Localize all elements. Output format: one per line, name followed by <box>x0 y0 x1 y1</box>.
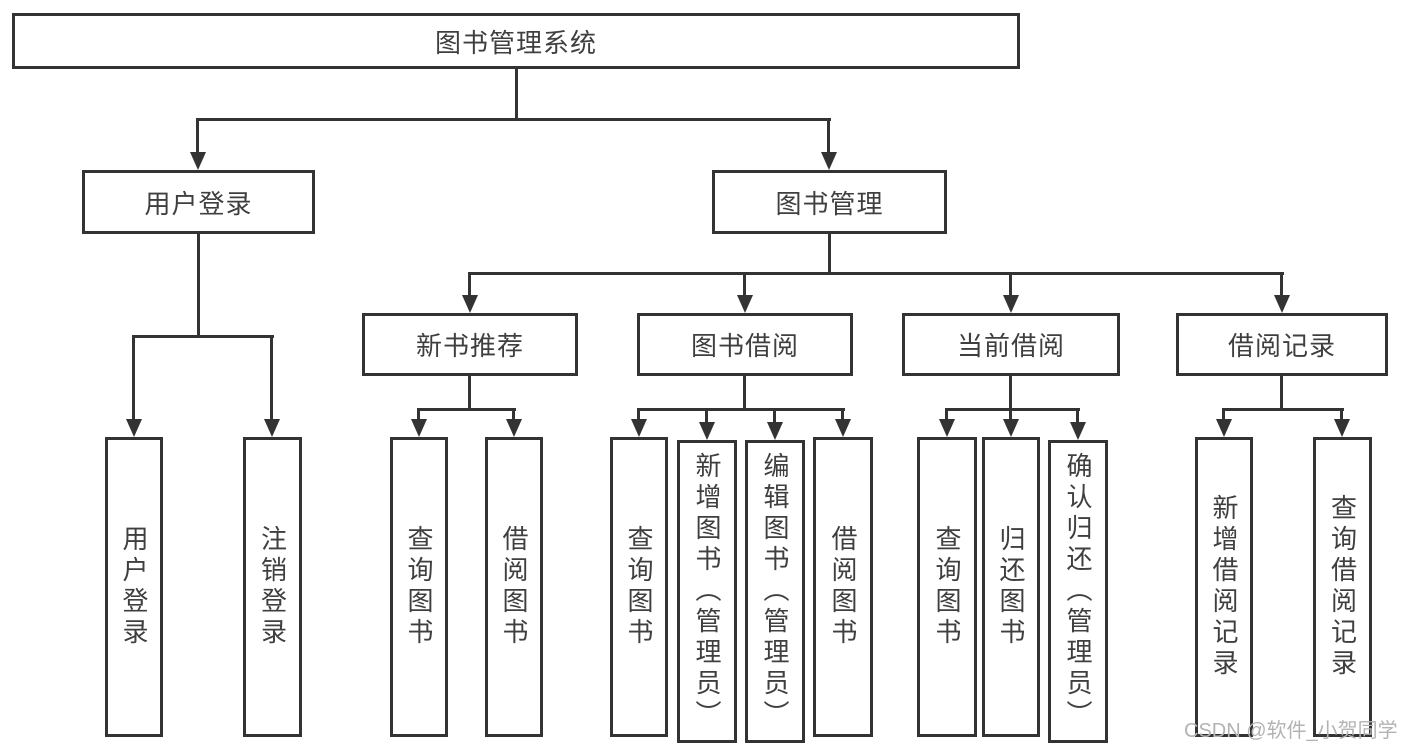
leaf-label: 借阅图书 <box>828 525 858 649</box>
leaf-borrow-books-2: 借阅图书 <box>813 437 873 737</box>
connector-vline <box>1009 376 1012 409</box>
node-label: 图书借阅 <box>690 331 799 361</box>
arrowhead-icon <box>462 295 478 313</box>
leaf-label: 注销登录 <box>257 525 288 649</box>
leaf-add-borrow-record: 新增借阅记录 <box>1195 437 1253 737</box>
connector-hline <box>197 118 831 121</box>
leaf-label: 借阅图书 <box>499 525 529 649</box>
node-label: 当前借阅 <box>956 331 1065 361</box>
node-label: 新书推荐 <box>415 331 524 361</box>
node-book-borrow: 图书借阅 <box>637 313 853 376</box>
leaf-return-books: 归还图书 <box>982 437 1040 737</box>
arrowhead-icon <box>1003 419 1019 437</box>
connector-hline <box>946 408 1080 411</box>
connector-hline <box>1223 408 1344 411</box>
arrowhead-icon <box>264 419 280 437</box>
arrowhead-icon <box>190 152 206 170</box>
watermark: CSDN @软件_小贺同学 <box>1184 720 1398 742</box>
arrow-shaft <box>945 408 948 421</box>
arrow-shaft <box>468 272 471 297</box>
arrow-shaft <box>773 408 776 424</box>
node-current-borrow: 当前借阅 <box>902 313 1120 376</box>
leaf-query-books-1: 查询图书 <box>390 437 448 737</box>
connector-hline <box>133 335 274 338</box>
arrow-shaft <box>1340 408 1343 421</box>
arrow-shaft <box>743 272 746 297</box>
arrowhead-icon <box>1334 419 1350 437</box>
arrow-shaft <box>1280 272 1283 297</box>
arrowhead-icon <box>1070 422 1086 440</box>
arrowhead-icon <box>1003 295 1019 313</box>
leaf-label: 归还图书 <box>996 525 1026 649</box>
node-library-management-system: 图书管理系统 <box>12 13 1020 69</box>
leaf-add-books-admin: 新增图书（管理员） <box>677 440 737 743</box>
connector-hline <box>418 408 516 411</box>
arrow-shaft <box>512 408 515 421</box>
leaf-label: 查询图书 <box>404 525 434 649</box>
node-label: 图书管理系统 <box>434 27 597 58</box>
arrow-shaft <box>132 335 135 421</box>
arrow-shaft <box>1009 408 1012 421</box>
connector-vline <box>1280 376 1283 409</box>
arrowhead-icon <box>939 419 955 437</box>
arrowhead-icon <box>506 419 522 437</box>
arrow-shaft <box>1009 272 1012 297</box>
arrowhead-icon <box>821 152 837 170</box>
arrowhead-icon <box>631 419 647 437</box>
arrowhead-icon <box>411 419 427 437</box>
node-borrow-records: 借阅记录 <box>1176 313 1388 376</box>
leaf-query-books-3: 查询图书 <box>917 437 977 737</box>
leaf-label: 确认归还（管理员） <box>1063 452 1093 731</box>
arrow-shaft <box>705 408 708 424</box>
node-user-login: 用户登录 <box>82 170 315 234</box>
connector-vline <box>828 233 831 273</box>
arrowhead-icon <box>737 295 753 313</box>
leaf-logout: 注销登录 <box>243 437 302 737</box>
arrowhead-icon <box>699 422 715 440</box>
connector-vline <box>743 376 746 409</box>
connector-vline <box>515 69 518 119</box>
arrowhead-icon <box>767 422 783 440</box>
arrow-shaft <box>1076 408 1079 424</box>
leaf-label: 编辑图书（管理员） <box>760 452 790 731</box>
leaf-user-login: 用户登录 <box>105 437 163 737</box>
arrow-shaft <box>827 118 830 154</box>
leaf-borrow-books-1: 借阅图书 <box>485 437 543 737</box>
node-label: 图书管理 <box>775 188 884 219</box>
leaf-label: 查询借阅记录 <box>1327 494 1358 680</box>
connector-hline <box>468 272 1284 275</box>
connector-hline <box>638 408 845 411</box>
leaf-label: 查询图书 <box>932 525 962 649</box>
arrowhead-icon <box>835 419 851 437</box>
arrow-shaft <box>196 118 199 154</box>
leaf-label: 用户登录 <box>119 525 149 649</box>
arrow-shaft <box>270 335 273 421</box>
leaf-label: 新增借阅记录 <box>1209 494 1239 680</box>
leaf-query-books-2: 查询图书 <box>610 437 668 737</box>
node-new-book-recommend: 新书推荐 <box>362 313 578 376</box>
leaf-label: 查询图书 <box>624 525 654 649</box>
arrow-shaft <box>417 408 420 421</box>
arrow-shaft <box>637 408 640 421</box>
leaf-edit-books-admin: 编辑图书（管理员） <box>745 440 805 743</box>
connector-vline <box>468 376 471 409</box>
leaf-label: 新增图书（管理员） <box>692 452 722 731</box>
arrow-shaft <box>841 408 844 421</box>
leaf-query-borrow-record: 查询借阅记录 <box>1313 437 1372 737</box>
node-label: 借阅记录 <box>1227 331 1336 361</box>
arrowhead-icon <box>1216 419 1232 437</box>
arrow-shaft <box>1222 408 1225 421</box>
node-book-management: 图书管理 <box>712 170 947 234</box>
leaf-confirm-return-admin: 确认归还（管理员） <box>1048 440 1108 743</box>
node-label: 用户登录 <box>144 188 253 219</box>
connector-vline <box>197 233 200 336</box>
arrowhead-icon <box>1274 295 1290 313</box>
arrowhead-icon <box>126 419 142 437</box>
